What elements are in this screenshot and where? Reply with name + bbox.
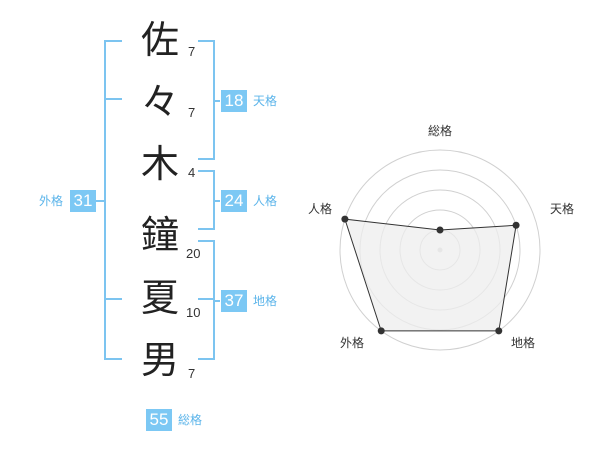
radar-point-2 — [512, 221, 520, 229]
radar-point-3 — [495, 327, 503, 335]
chikaku-label: 地格 — [253, 294, 278, 308]
radar-axis-label-chikaku: 地格 — [511, 336, 536, 350]
radar-axis-label-tenkaku: 天格 — [550, 202, 575, 216]
stroke-count-5: 10 — [186, 305, 201, 320]
chikaku-bracket-tick — [198, 298, 215, 300]
kanji-char-6: 男 — [140, 338, 179, 382]
jinkaku-label: 人格 — [253, 194, 278, 208]
radar-axis-label-soukaku: 総格 — [428, 124, 453, 138]
radar-grid-ring — [339, 149, 541, 351]
gaikaku-bracket — [104, 40, 122, 360]
radar-point-4 — [377, 327, 385, 335]
gaikaku-value-badge: 31 — [70, 190, 96, 212]
jinkaku-value-badge: 24 — [221, 190, 247, 212]
kanji-char-1: 佐 — [140, 18, 179, 62]
gaikaku-bracket-tick — [104, 98, 122, 100]
stroke-count-4: 20 — [186, 246, 201, 261]
radar-axis-label-jinkaku: 人格 — [308, 202, 333, 216]
tenkaku-bracket-connector — [214, 100, 220, 102]
radar-axis-label-gaikaku: 外格 — [340, 336, 365, 350]
stroke-count-6: 7 — [188, 366, 196, 381]
chikaku-bracket-connector — [214, 300, 220, 302]
tenkaku-label: 天格 — [253, 94, 278, 108]
radar-point-1 — [436, 226, 444, 234]
gaikaku-bracket-tick — [104, 298, 122, 300]
stroke-count-2: 7 — [188, 105, 196, 120]
soukaku-label: 総格 — [178, 413, 203, 427]
kanji-char-5: 夏 — [140, 276, 179, 320]
radar-data-polygon — [344, 218, 517, 332]
stroke-count-3: 4 — [188, 165, 196, 180]
kanji-char-4: 鐘 — [140, 213, 179, 257]
jinkaku-bracket-connector — [214, 200, 220, 202]
radar-point-5 — [341, 215, 349, 223]
soukaku-value-badge: 55 — [146, 409, 172, 431]
gaikaku-bracket-connector — [96, 200, 105, 202]
gaikaku-label: 外格 — [39, 194, 64, 208]
stroke-count-1: 7 — [188, 44, 196, 59]
chikaku-value-badge: 37 — [221, 290, 247, 312]
kanji-char-3: 木 — [140, 142, 179, 186]
kanji-char-2: 々 — [140, 80, 179, 124]
tenkaku-value-badge: 18 — [221, 90, 247, 112]
